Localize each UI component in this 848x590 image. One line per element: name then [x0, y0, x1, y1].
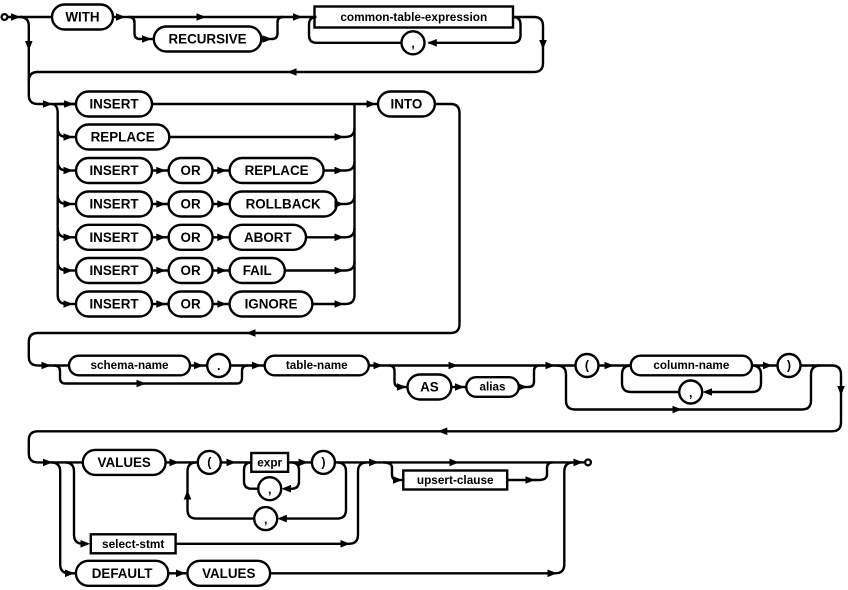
svg-text:REPLACE: REPLACE: [245, 163, 309, 178]
svg-text:OR: OR: [181, 163, 201, 178]
svg-text:column-name: column-name: [653, 359, 729, 372]
svg-text:schema-name: schema-name: [91, 359, 169, 372]
svg-text:VALUES: VALUES: [98, 455, 151, 470]
svg-text:INSERT: INSERT: [89, 263, 139, 278]
svg-text:,: ,: [411, 37, 414, 51]
svg-text:INSERT: INSERT: [89, 297, 139, 312]
svg-text:INSERT: INSERT: [89, 197, 139, 212]
svg-text:DEFAULT: DEFAULT: [92, 566, 154, 581]
svg-text:OR: OR: [181, 197, 201, 212]
svg-text:WITH: WITH: [65, 10, 99, 25]
svg-text:INSERT: INSERT: [89, 230, 139, 245]
svg-text:AS: AS: [420, 380, 439, 395]
svg-text:table-name: table-name: [286, 359, 348, 372]
svg-text:(: (: [585, 359, 590, 373]
svg-text:): ): [321, 455, 325, 469]
svg-text:INSERT: INSERT: [89, 163, 139, 178]
svg-text:OR: OR: [181, 297, 201, 312]
svg-text:FAIL: FAIL: [243, 263, 272, 278]
svg-text:,: ,: [689, 386, 692, 400]
svg-text:OR: OR: [181, 230, 201, 245]
svg-text:,: ,: [264, 513, 267, 527]
svg-text:VALUES: VALUES: [202, 566, 255, 581]
svg-text:): ): [787, 359, 791, 373]
svg-text:INSERT: INSERT: [89, 97, 139, 112]
svg-text:IGNORE: IGNORE: [245, 297, 298, 312]
svg-text:INTO: INTO: [391, 97, 423, 112]
svg-text:upsert-clause: upsert-clause: [417, 473, 494, 487]
svg-text:expr: expr: [257, 455, 282, 469]
svg-text:ROLLBACK: ROLLBACK: [246, 197, 321, 212]
svg-text:,: ,: [268, 483, 271, 497]
svg-text:(: (: [207, 455, 212, 469]
svg-text:REPLACE: REPLACE: [91, 130, 155, 145]
svg-text:select-stmt: select-stmt: [102, 537, 164, 551]
svg-text:ABORT: ABORT: [244, 230, 292, 245]
svg-text:common-table-expression: common-table-expression: [340, 10, 487, 24]
svg-text:RECURSIVE: RECURSIVE: [168, 32, 246, 47]
svg-text:.: .: [217, 359, 220, 373]
svg-text:alias: alias: [480, 381, 506, 394]
svg-text:OR: OR: [181, 263, 201, 278]
